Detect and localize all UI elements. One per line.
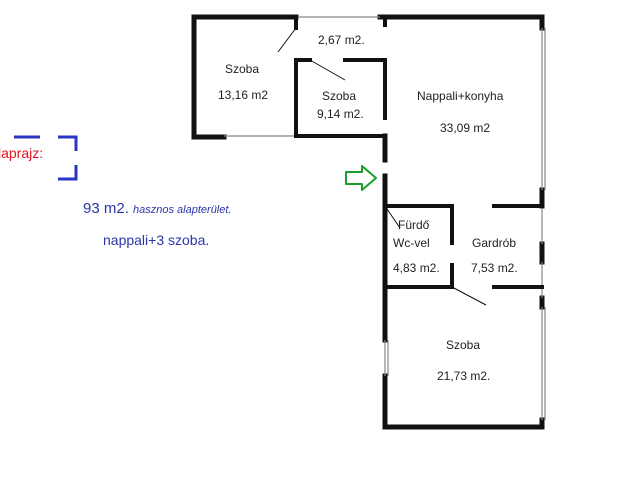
room3-name: Szoba	[446, 338, 481, 352]
bath-area: 4,83 m2.	[393, 261, 440, 275]
door-swings	[277, 27, 487, 306]
exterior-walls	[191, 14, 545, 430]
room2-area: 9,14 m2.	[317, 107, 364, 121]
usable-area-caption: hasznos alapterület.	[133, 204, 232, 216]
bath-name-line1: Fürdő	[398, 218, 430, 232]
usable-area: 93 m2. hasznos alapterület.	[83, 200, 231, 217]
heading-label: laprajz:	[0, 145, 44, 161]
room1-area: 13,16 m2	[218, 88, 269, 102]
entrance-arrow-icon	[345, 165, 377, 191]
interior-walls	[294, 15, 544, 289]
usable-area-value: 93 m2.	[83, 200, 129, 217]
wardrobe-area: 7,53 m2.	[471, 261, 518, 275]
room2-name: Szoba	[322, 89, 357, 103]
bath-name-line2: Wc-vel	[393, 236, 430, 250]
hall-area: 2,67 m2.	[318, 33, 365, 47]
living-name: Nappali+konyha	[417, 89, 504, 103]
room1-name: Szoba	[225, 62, 260, 76]
living-area: 33,09 m2	[440, 121, 491, 135]
room3-area: 21,73 m2.	[437, 369, 491, 383]
wardrobe-name: Gardrób	[472, 236, 517, 250]
windows	[224, 16, 546, 420]
room-summary: nappali+3 szoba.	[103, 232, 210, 248]
heading-bracket	[14, 135, 78, 181]
